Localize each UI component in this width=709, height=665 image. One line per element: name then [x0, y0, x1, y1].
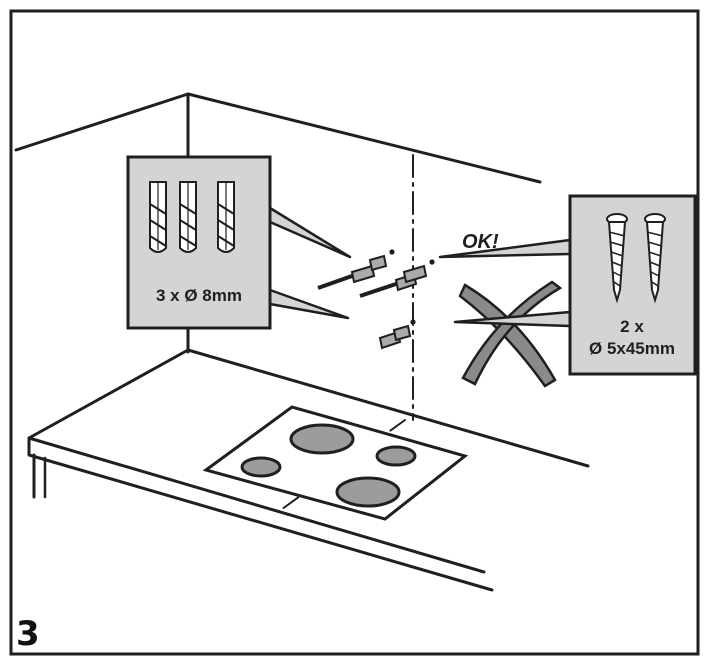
hob: [202, 405, 469, 521]
plugs-callout: 3 x Ø 8mm: [126, 155, 352, 330]
screws-callout-box: [568, 194, 697, 376]
fixing-lower: [378, 319, 416, 350]
wall-plug-icon: [217, 181, 235, 253]
fixing-upper-left: [317, 249, 395, 290]
burner-large-back: [289, 423, 355, 455]
screws-label-line1: 2 x: [620, 317, 644, 336]
burner-small-left: [240, 456, 282, 478]
screw-icon: [606, 213, 628, 304]
screws-label-line2: Ø 5x45mm: [589, 339, 675, 358]
wall-plug-icon: [179, 181, 197, 253]
wall-fixings: [317, 249, 435, 350]
screw-icon: [644, 213, 666, 304]
screws-callout: 2 x Ø 5x45mm: [438, 194, 697, 376]
fixing-middle: [359, 259, 435, 298]
ok-label: OK!: [462, 231, 499, 253]
wall-plug-icon: [149, 181, 167, 253]
countertop: [27, 348, 590, 592]
wrong-position-cross: [458, 280, 563, 388]
burner-small-right: [375, 445, 417, 467]
screw-icons: [606, 213, 666, 304]
wall-plug-icons: [149, 181, 235, 253]
plugs-label: 3 x Ø 8mm: [156, 286, 242, 305]
step-number: 3: [16, 614, 40, 654]
wall-outline: [14, 92, 542, 354]
burner-large-front: [335, 476, 401, 508]
